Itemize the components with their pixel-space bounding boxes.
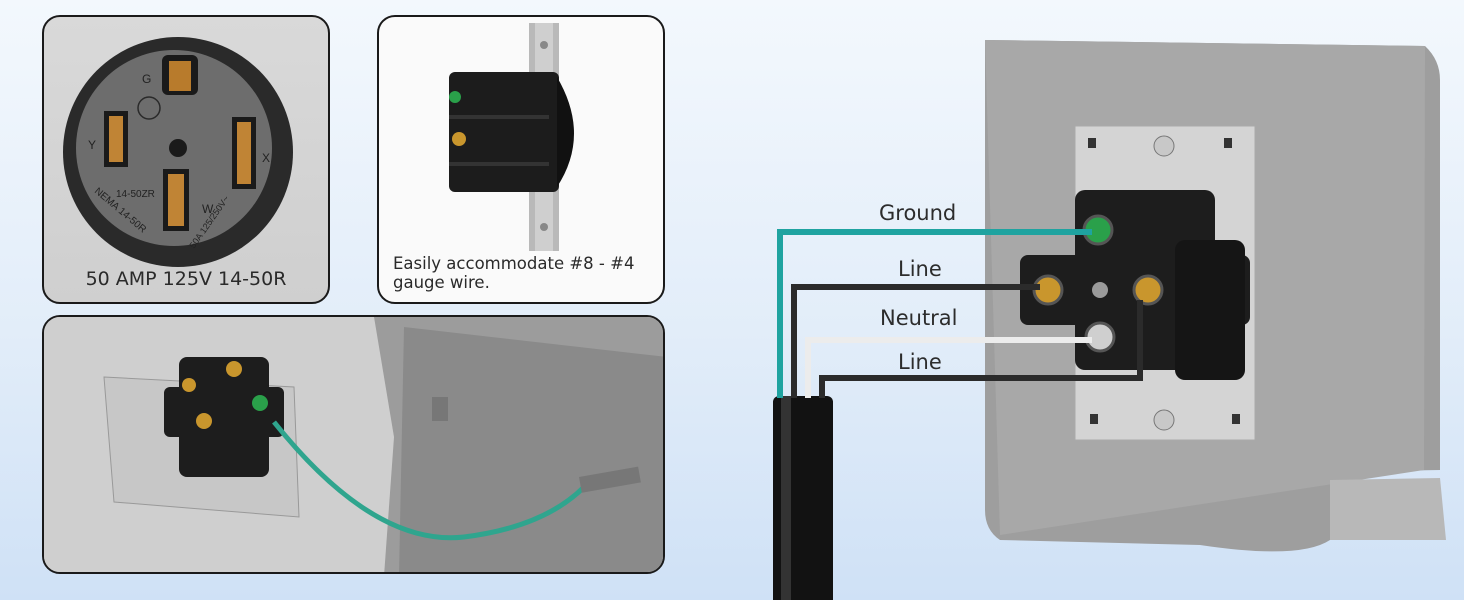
model-label: 14-50ZR [116,189,155,200]
box-install-illustration [44,317,663,572]
outlet-face-panel: G Y X W 14-50ZR NEMA 14-50R 50A 125/250V… [42,15,330,304]
side-view-illustration [449,23,574,251]
box-install-panel [42,315,665,574]
x-slot-label: X [262,151,270,165]
w-slot-label: W [202,202,214,216]
outlet-caption: 50 AMP 125V 14-50R [85,268,287,290]
line-wire-label-2: Line [898,350,942,374]
ground-slot-label: G [142,72,151,86]
outlet-face-illustration: G Y X W 14-50ZR NEMA 14-50R 50A 125/250V… [63,37,293,267]
line-wire-label-1: Line [898,257,942,281]
y-slot-label: Y [88,138,96,152]
ground-wire-label: Ground [879,201,957,225]
side-view-panel: Easily accommodate #8 - #4 gauge wire. [377,15,665,304]
side-caption: Easily accommodate #8 - #4 gauge wire. [393,254,635,292]
neutral-wire-label: Neutral [880,306,958,330]
